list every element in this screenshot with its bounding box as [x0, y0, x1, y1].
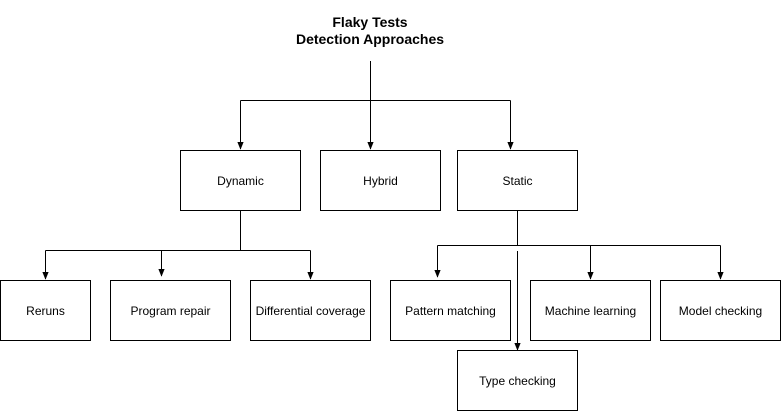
node-reruns-label: Reruns	[26, 303, 65, 318]
diagram-title: Flaky Tests Detection Approaches	[200, 14, 540, 48]
node-differential-coverage: Differential coverage	[250, 280, 371, 341]
node-dynamic-label: Dynamic	[217, 173, 264, 188]
node-type-checking-label: Type checking	[479, 373, 556, 388]
node-type-checking: Type checking	[457, 350, 578, 411]
node-pattern-matching-label: Pattern matching	[405, 303, 496, 318]
node-hybrid-label: Hybrid	[363, 173, 398, 188]
node-machine-learning-label: Machine learning	[544, 303, 637, 318]
node-dynamic: Dynamic	[180, 150, 301, 211]
node-differential-coverage-label: Differential coverage	[255, 303, 366, 318]
node-reruns: Reruns	[0, 280, 91, 341]
node-static: Static	[457, 150, 578, 211]
title-line-2: Detection Approaches	[295, 31, 445, 47]
node-hybrid: Hybrid	[320, 150, 441, 211]
node-pattern-matching: Pattern matching	[390, 280, 511, 341]
title-line-1: Flaky Tests	[332, 14, 408, 30]
node-program-repair-label: Program repair	[130, 303, 211, 318]
node-model-checking: Model checking	[660, 280, 781, 341]
node-model-checking-label: Model checking	[678, 303, 763, 318]
node-machine-learning: Machine learning	[530, 280, 651, 341]
node-static-label: Static	[502, 173, 533, 188]
node-program-repair: Program repair	[110, 280, 231, 341]
